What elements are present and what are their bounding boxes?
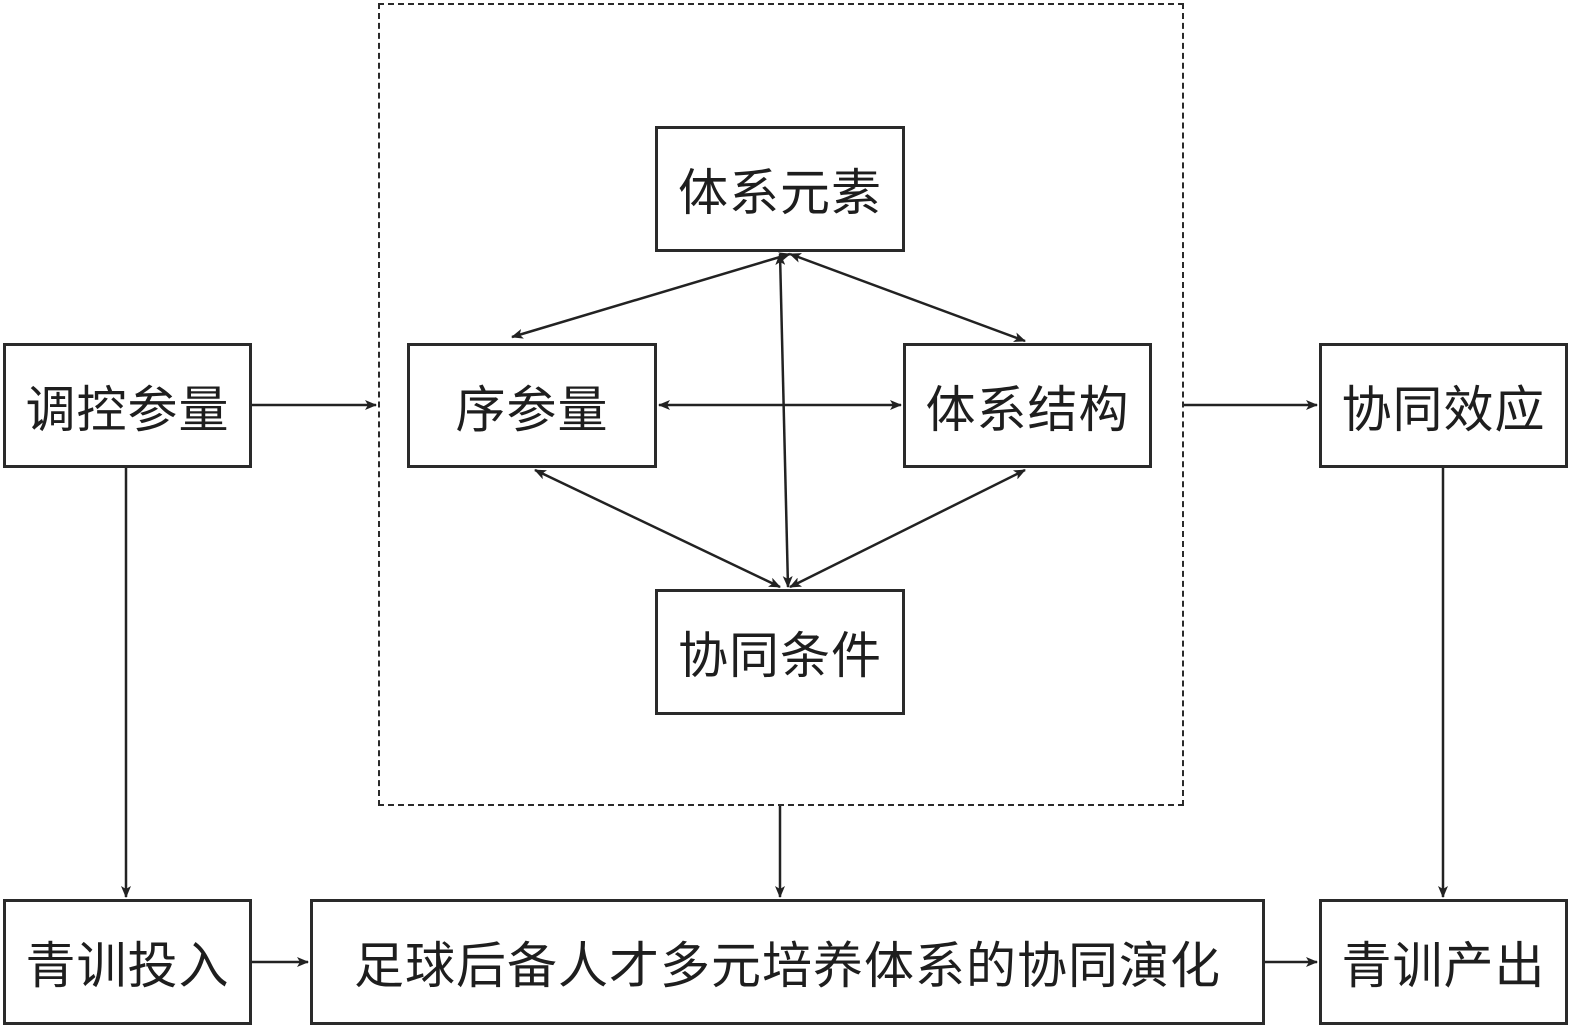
node-label: 体系结构: [925, 380, 1130, 439]
node-system-structure: 体系结构: [903, 343, 1152, 468]
edge-elements-conditions: [775, 253, 793, 588]
node-label: 协同效应: [1341, 380, 1546, 439]
node-label: 足球后备人才多元培养体系的协同演化: [354, 937, 1221, 995]
node-label: 协同条件: [678, 627, 882, 685]
edge-elements-structure: [789, 252, 1026, 343]
node-youth-output: 青训产出: [1319, 899, 1568, 1025]
node-label: 序参量: [455, 380, 609, 439]
edge-elements-order: [511, 252, 791, 339]
node-coevolution: 足球后备人才多元培养体系的协同演化: [310, 899, 1265, 1025]
edge-structure-conditions: [789, 468, 1026, 589]
node-youth-input: 青训投入: [3, 899, 252, 1025]
node-synergy-conditions: 协同条件: [655, 589, 905, 715]
edge-order-conditions: [534, 468, 781, 589]
node-control-params: 调控参量: [3, 343, 252, 468]
node-system-elements: 体系元素: [655, 126, 905, 252]
node-label: 青训产出: [1341, 937, 1546, 995]
node-label: 青训投入: [25, 937, 230, 995]
node-label: 体系元素: [678, 164, 882, 222]
synergy-system-group: [378, 3, 1184, 806]
node-label: 调控参量: [25, 380, 230, 439]
node-synergy-effect: 协同效应: [1319, 343, 1568, 468]
node-order-params: 序参量: [407, 343, 657, 468]
